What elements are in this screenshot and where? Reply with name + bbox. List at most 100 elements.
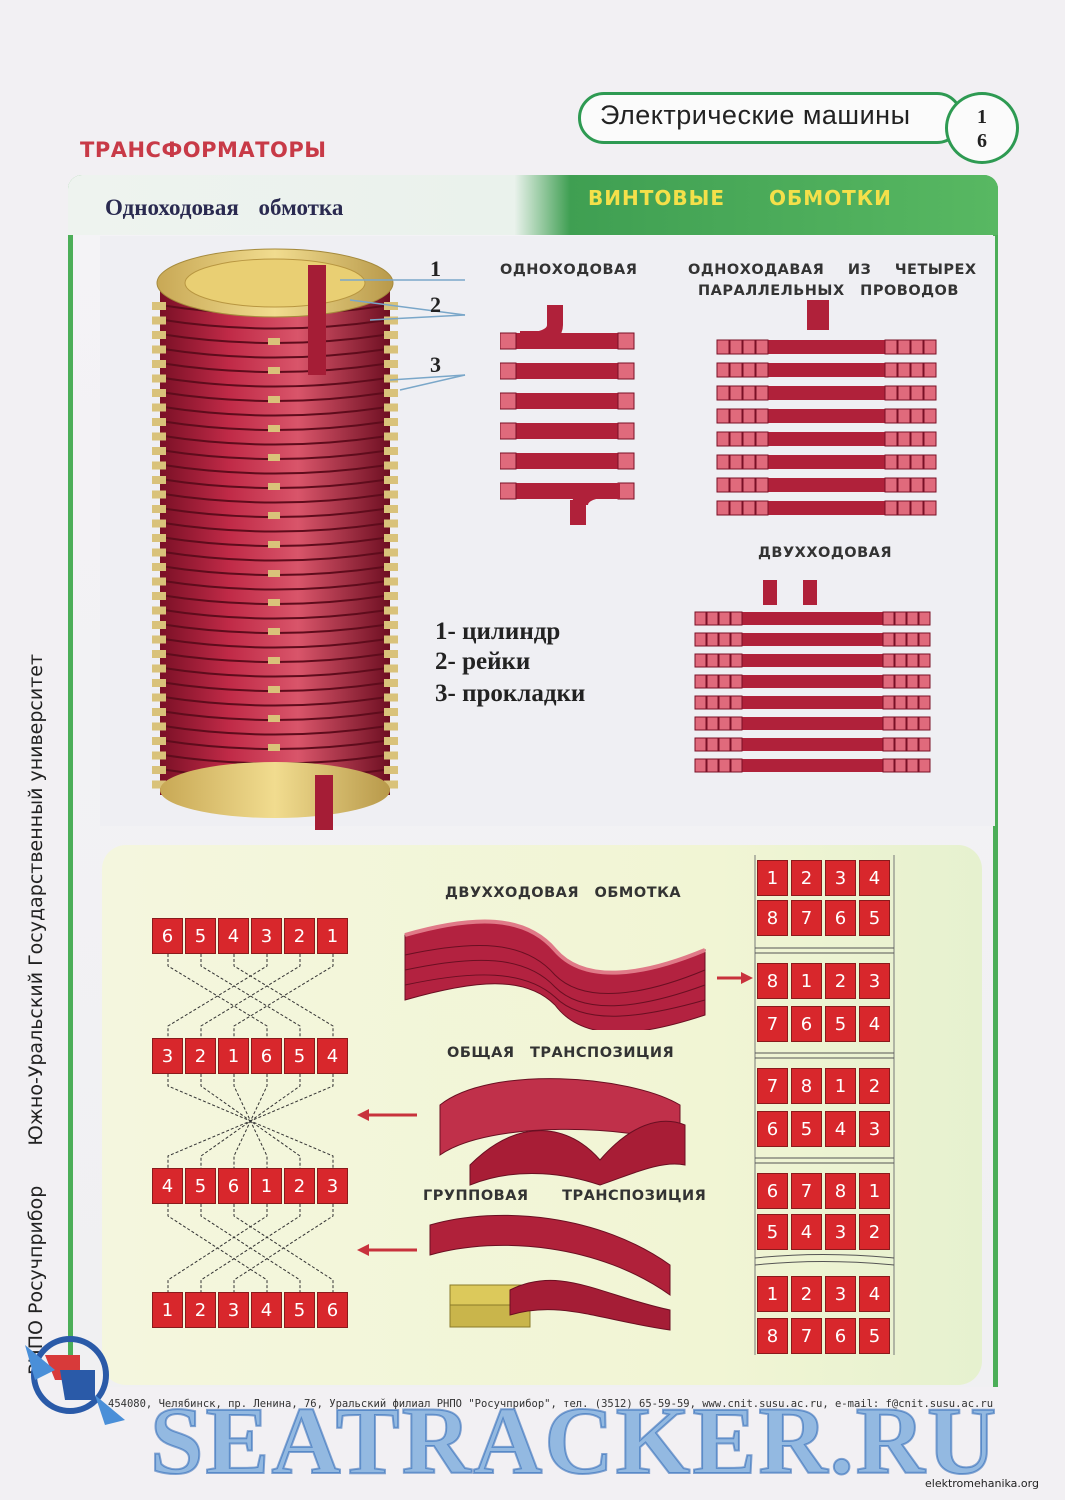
cell: 7 <box>757 1006 788 1042</box>
conductor-strip <box>733 654 893 667</box>
conductor-end <box>923 500 937 516</box>
conductor-end <box>716 339 730 355</box>
cell: 5 <box>859 1318 890 1354</box>
cell: 1 <box>251 1168 282 1204</box>
banner-left-label: Одноходовая обмотка <box>105 195 344 220</box>
coil-spacer <box>268 454 280 461</box>
cell: 8 <box>791 1068 822 1104</box>
conductor-end <box>755 408 769 424</box>
conductor-end <box>884 362 898 378</box>
conductor-end <box>923 362 937 378</box>
coil-spacer <box>152 780 166 789</box>
conductor-end <box>923 477 937 493</box>
conductor-end <box>706 737 719 752</box>
cell: 4 <box>859 860 890 896</box>
label-double-winding: ДВУХХОДОВАЯ ОБМОТКА <box>445 885 682 901</box>
conductor-end <box>906 674 919 689</box>
coil-spacer <box>384 534 398 542</box>
coil-spacer <box>268 628 280 635</box>
callout-1: 1 <box>430 256 441 281</box>
cell: 1 <box>218 1038 249 1074</box>
conductor-end <box>755 339 769 355</box>
cell: 2 <box>791 860 822 896</box>
conductor-end <box>755 454 769 470</box>
coil-spacer <box>268 425 280 432</box>
conductor-end <box>617 482 635 500</box>
coil-spacer <box>152 519 166 528</box>
coil-spacer <box>152 606 166 615</box>
cell: 5 <box>791 1111 822 1147</box>
left-arrows <box>357 1109 417 1256</box>
coil-spacer <box>152 360 166 368</box>
conductor-end <box>694 695 707 710</box>
conductor-end <box>882 632 895 647</box>
conductor-end <box>694 758 707 773</box>
conductor-end <box>742 477 756 493</box>
cell: 1 <box>859 1173 890 1209</box>
coil-spacer <box>152 302 166 310</box>
coil-spacer <box>152 447 166 455</box>
conductor-end <box>718 653 731 668</box>
conductor-end <box>500 362 517 380</box>
callout-2: 2 <box>430 292 441 317</box>
label-four-wire-1: ОДНОХОДАВАЯ ИЗ ЧЕТЫРЕХ <box>688 262 977 278</box>
cell: 1 <box>317 918 348 954</box>
conductor-end <box>910 362 924 378</box>
coil-spacer <box>268 657 280 664</box>
page-number-bottom: 6 <box>977 130 987 152</box>
side-text-university: Южно-Уральский Государственный университ… <box>25 653 47 1146</box>
conductor-end <box>918 653 931 668</box>
coil-spacer <box>152 592 166 600</box>
conductor-end <box>882 758 895 773</box>
watermark: SEATRACKER.RU <box>149 1386 999 1495</box>
conductor-end <box>897 362 911 378</box>
coil-spacer <box>152 476 166 484</box>
conductor-end <box>730 611 743 626</box>
conductor-end <box>894 674 907 689</box>
coil-turn <box>159 405 391 417</box>
transposition-line <box>200 954 301 1038</box>
coil-spacer <box>384 447 398 455</box>
right-arrow-icon <box>717 972 753 984</box>
label-single: ОДНОХОДОВАЯ <box>500 262 638 278</box>
cell: 8 <box>757 900 788 936</box>
conductor-strip <box>510 393 620 409</box>
conductor-end <box>729 454 743 470</box>
conductor-strip <box>765 501 895 515</box>
banner-right-label: ВИНТОВЫЕ ОБМОТКИ <box>588 186 892 210</box>
cell: 6 <box>825 900 856 936</box>
coil-spacer <box>268 744 280 751</box>
conductor-end <box>910 408 924 424</box>
coil-spacer <box>152 664 166 673</box>
coil-spacer <box>152 490 166 499</box>
conductor-end <box>755 431 769 447</box>
coil-spacer <box>384 621 398 629</box>
conductor-end <box>918 632 931 647</box>
conductor-end <box>617 362 635 380</box>
cell: 1 <box>152 1292 183 1328</box>
coil-spacer <box>152 737 166 745</box>
coil-spacer <box>384 331 398 339</box>
conductor-end <box>694 716 707 731</box>
conductor-end <box>882 653 895 668</box>
transposition-line <box>200 954 301 1038</box>
conductor-end <box>894 653 907 668</box>
conductor-end <box>923 408 937 424</box>
coil-spacer <box>384 606 398 615</box>
conductor-end <box>910 477 924 493</box>
coil-turn <box>159 521 391 533</box>
coil-turn <box>159 434 391 446</box>
coil-spacer <box>384 766 398 774</box>
group-transposition-illustration <box>429 1214 671 1331</box>
conductor-strip <box>765 455 895 469</box>
helical-coil-illustration <box>152 248 398 830</box>
conductor-end <box>897 408 911 424</box>
conductor-end <box>894 716 907 731</box>
coil-spacer <box>152 766 166 774</box>
